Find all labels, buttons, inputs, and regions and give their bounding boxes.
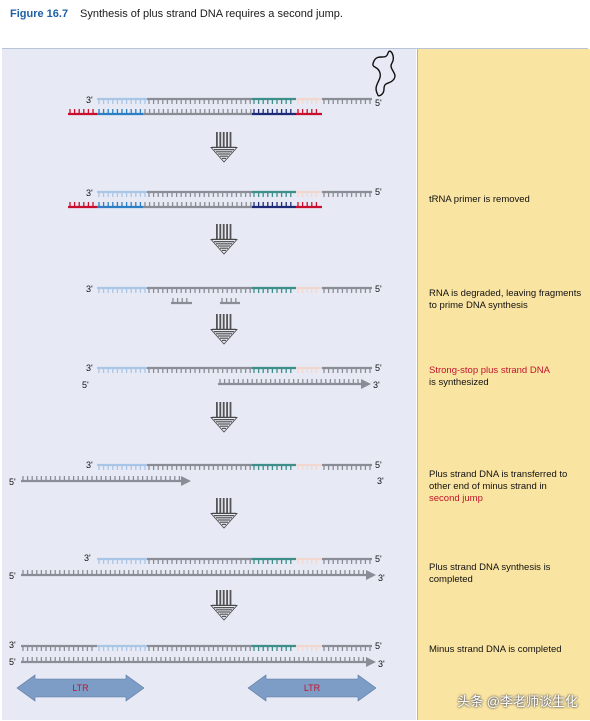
step4-plus-3prime-label: 3' xyxy=(373,380,380,390)
step4-5prime-label: 5' xyxy=(375,363,382,373)
step-3-caption: RNA is degraded, leaving fragments to pr… xyxy=(429,288,587,312)
step1-3prime-label: 3' xyxy=(86,95,93,105)
down-arrow-icon-5 xyxy=(210,498,238,529)
step-5-caption: Plus strand DNA is transferred to other … xyxy=(429,469,587,505)
step7-plus-strand-arrow-head xyxy=(366,657,376,667)
step6-plus-3prime-label: 3' xyxy=(378,573,385,583)
ltr-double-arrow-left xyxy=(16,674,145,702)
step4-3prime-label: 3' xyxy=(86,363,93,373)
step-3-text: RNA is degraded, leaving fragments to pr… xyxy=(429,288,582,311)
step-7-text: Minus strand DNA is completed xyxy=(429,644,562,655)
step-7-caption: Minus strand DNA is completed xyxy=(429,644,587,656)
step-6-caption: Plus strand DNA synthesis is completed xyxy=(429,562,587,586)
step5-plus-5prime-label: 5' xyxy=(9,477,16,487)
down-arrow-icon-6 xyxy=(210,590,238,621)
step7-plus-5prime-label: 5' xyxy=(9,657,16,667)
ltr-double-arrow-left-label: LTR xyxy=(72,683,89,693)
step7-minus-5prime-label: 5' xyxy=(375,641,382,651)
step-2-caption: tRNA primer is removed xyxy=(429,194,587,206)
down-arrow-icon-1 xyxy=(210,132,238,163)
ltr-double-arrow-right-label: LTR xyxy=(304,683,321,693)
step2-3prime-label: 3' xyxy=(86,188,93,198)
caption-panel xyxy=(417,49,590,720)
figure-label: Figure 16.7 xyxy=(10,8,69,20)
step1-5prime-label: 5' xyxy=(375,98,382,108)
step3-5prime-label: 5' xyxy=(375,284,382,294)
step7-plus-3prime-label: 3' xyxy=(378,659,385,669)
step6-plus-5prime-label: 5' xyxy=(9,571,16,581)
figure-header: Figure 16.7 Synthesis of plus strand DNA… xyxy=(0,0,590,48)
step-4-highlight: Strong-stop plus strand DNA xyxy=(429,365,550,376)
step5-plus-3prime-label: 3' xyxy=(377,476,384,486)
down-arrow-icon-3 xyxy=(210,314,238,345)
step4-plus-strand-arrow-head xyxy=(361,379,371,389)
step-5-highlight: second jump xyxy=(429,493,483,504)
watermark: 头条 @李老师谈生化 xyxy=(457,694,578,709)
step-5-text: Plus strand DNA is transferred to other … xyxy=(429,469,568,492)
figure-caption: Synthesis of plus strand DNA requires a … xyxy=(80,8,343,20)
down-arrow-icon-2 xyxy=(210,224,238,255)
step-2-text: tRNA primer is removed xyxy=(429,194,530,205)
step-4-text: is synthesized xyxy=(429,377,489,388)
ltr-double-arrow-right xyxy=(247,674,377,702)
step-6-text: Plus strand DNA synthesis is completed xyxy=(429,562,551,585)
step5-5prime-label: 5' xyxy=(375,460,382,470)
step6-5prime-label: 5' xyxy=(375,554,382,564)
step-4-caption: Strong-stop plus strand DNA is synthesiz… xyxy=(429,365,587,389)
down-arrow-icon-4 xyxy=(210,402,238,433)
step6-3prime-label: 3' xyxy=(84,553,91,563)
step2-5prime-label: 5' xyxy=(375,187,382,197)
figure-frame xyxy=(2,48,588,721)
step7-minus-3prime-label: 3' xyxy=(9,640,16,650)
step5-plus-strand-arrow-head xyxy=(181,476,191,486)
step5-3prime-label: 3' xyxy=(86,460,93,470)
step4-plus-5prime-label: 5' xyxy=(82,380,89,390)
trna-icon xyxy=(372,50,396,97)
step3-3prime-label: 3' xyxy=(86,284,93,294)
step6-plus-strand-arrow-head xyxy=(366,570,376,580)
